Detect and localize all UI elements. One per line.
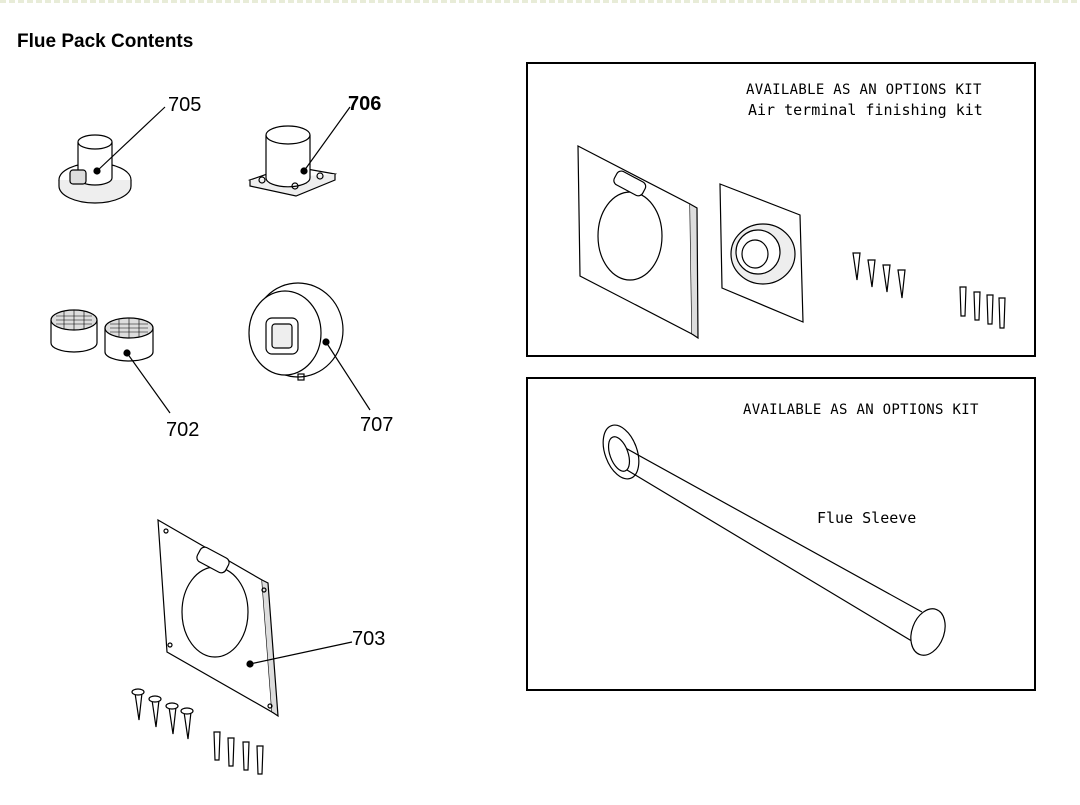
flue-sleeve-label: Flue Sleeve [817, 509, 917, 527]
callout-703: 703 [352, 628, 386, 650]
part-705-adaptor [58, 106, 166, 204]
flue-sleeve-kit-panel [526, 377, 1036, 691]
air-terminal-kit-subheading: Air terminal finishing kit [748, 101, 983, 119]
wall-plugs-left [213, 731, 264, 775]
callout-706: 706 [348, 93, 382, 115]
air-terminal-kit-heading: AVAILABLE AS AN OPTIONS KIT [746, 82, 982, 98]
screws-left [131, 688, 194, 740]
page-title: Flue Pack Contents [17, 31, 194, 52]
flue-sleeve-kit-heading: AVAILABLE AS AN OPTIONS KIT [743, 402, 979, 418]
callout-705: 705 [168, 94, 202, 116]
air-terminal-kit-panel [526, 62, 1036, 357]
callout-707: 707 [360, 414, 394, 436]
part-707-cap [248, 282, 371, 411]
flue-sleeve-part [602, 424, 946, 656]
air-terminal-kit-parts [577, 145, 1006, 340]
part-702-grilles [50, 309, 171, 414]
callout-702: 702 [166, 419, 200, 441]
part-703-wall-plate [157, 518, 353, 718]
part-706-flange [247, 106, 351, 197]
top-border-strip [0, 0, 1080, 3]
